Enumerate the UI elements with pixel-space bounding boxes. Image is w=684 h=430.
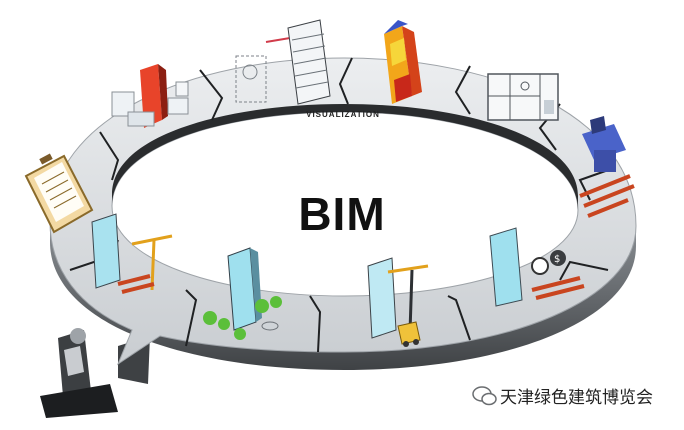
demolition-rubble-icon bbox=[40, 328, 118, 418]
landscaped-building-icon bbox=[203, 247, 282, 340]
crane-construction-icon bbox=[367, 257, 429, 347]
clipboard-checklist-icon bbox=[24, 153, 94, 234]
svg-text:$: $ bbox=[554, 254, 560, 265]
floor-plan-icon bbox=[487, 73, 559, 121]
office-buildings-icon bbox=[111, 64, 189, 128]
sketch-to-building-icon bbox=[235, 19, 331, 105]
crane-renovation-icon bbox=[91, 213, 173, 294]
wechat-logo-icon bbox=[472, 386, 497, 406]
watermark-text: 天津绿色建筑博览会 bbox=[500, 387, 653, 408]
fabrication-machine-icon bbox=[579, 116, 635, 218]
ring-label-visualization: VISUALIZATION bbox=[306, 110, 380, 119]
cost-schedule-building-icon: $ bbox=[489, 227, 585, 307]
watermark: 天津绿色建筑博览会 bbox=[470, 380, 680, 410]
colored-tower-icon bbox=[384, 20, 422, 104]
center-title: BIM bbox=[298, 188, 386, 240]
